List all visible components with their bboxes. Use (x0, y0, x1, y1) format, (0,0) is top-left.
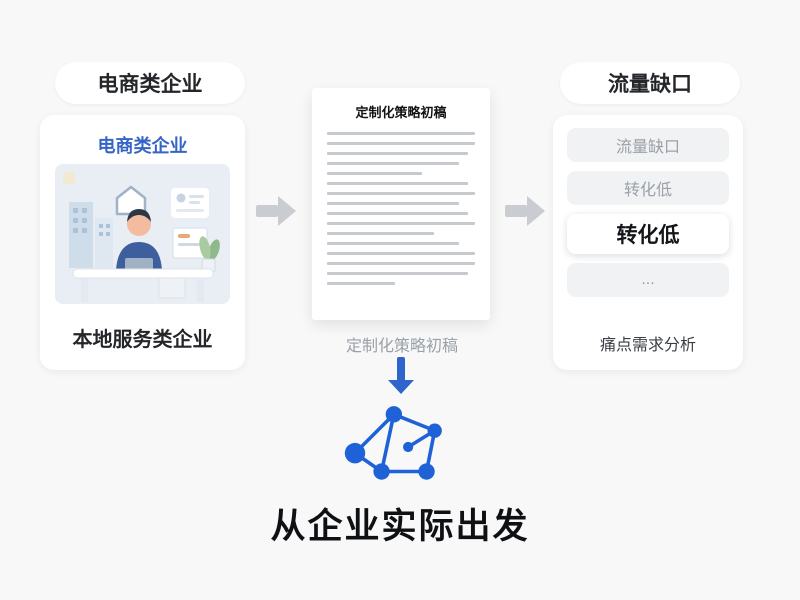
arrow-right-icon (505, 196, 547, 226)
left-card: 电商类企业 (40, 115, 245, 370)
pain-point-item-highlighted: 转化低 (567, 214, 729, 254)
pain-point-item: 转化低 (567, 171, 729, 205)
left-card-caption: 本地服务类企业 (72, 329, 213, 351)
pain-points-card: 流量缺口 转化低 转化低 ... 痛点需求分析 (553, 115, 743, 370)
pain-point-item-ellipsis: ... (567, 263, 729, 297)
headline: 从企业实际出发 (270, 507, 530, 546)
pain-point-item: 流量缺口 (567, 128, 729, 162)
arrow-right-icon (256, 196, 298, 226)
left-card-title: 电商类企业 (97, 136, 188, 156)
right-pill: 流量缺口 (560, 62, 740, 104)
office-illustration (55, 163, 230, 305)
network-graph-icon (340, 400, 464, 494)
document-title: 定制化策略初稿 (355, 105, 447, 120)
left-pill: 电商类企业 (55, 62, 245, 104)
right-pill-label: 流量缺口 (608, 73, 692, 96)
document-text-lines (327, 132, 475, 285)
left-pill-label: 电商类企业 (97, 73, 203, 96)
right-card-caption: 痛点需求分析 (599, 337, 696, 354)
arrow-down-icon (388, 357, 414, 395)
strategy-document: 定制化策略初稿 (312, 88, 490, 320)
office-illustration-image (55, 164, 230, 304)
document-caption: 定制化策略初稿 (345, 338, 458, 355)
